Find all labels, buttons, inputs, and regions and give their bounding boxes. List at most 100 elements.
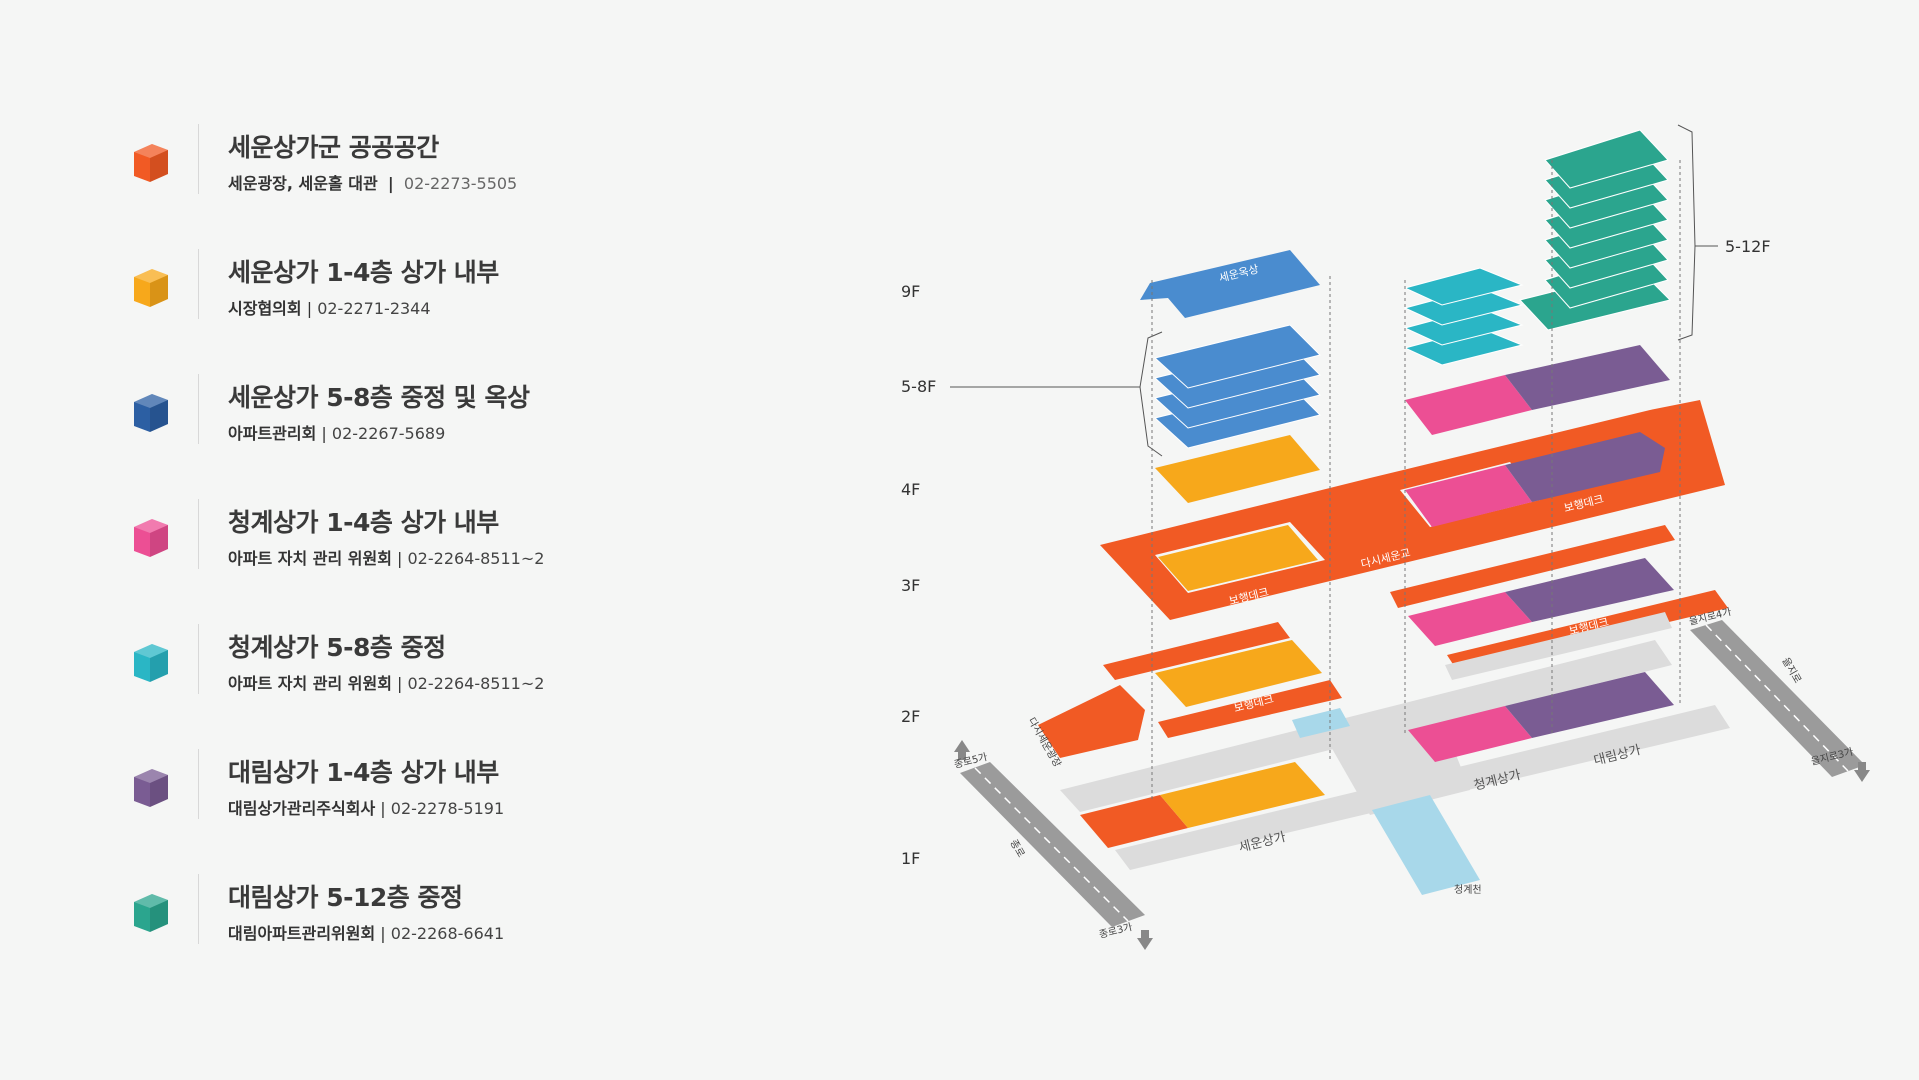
legend-org: 대림아파트관리위원회: [228, 924, 376, 943]
legend-item[interactable]: 세운상가 5-8층 중정 및 옥상 아파트관리회 | 02-2267-5689: [130, 374, 890, 499]
daelim-4f-purple: [1505, 345, 1670, 410]
legend-sep: |: [306, 299, 313, 318]
legend-sep: |: [397, 549, 403, 568]
legend-title: 청계상가 1-4층 상가 내부: [228, 508, 499, 537]
legend-phone: 02-2264-8511~2: [407, 674, 545, 693]
label-euljiro: 을지로: [1779, 656, 1803, 686]
legend-subtitle: 시장협의회 | 02-2271-2344: [228, 295, 431, 319]
legend-subtitle: 아파트관리회 | 02-2267-5689: [228, 420, 445, 444]
legend-org: 아파트 자치 관리 위원회: [228, 549, 392, 568]
cheonggye-2f-bar: [1390, 525, 1675, 608]
legend-org: 대림상가관리주식회사: [228, 799, 376, 818]
legend-org: 세운광장, 세운홀 대관: [228, 174, 378, 193]
building-yellow-icon: [134, 269, 168, 307]
sewoon-4f-yellow: [1155, 435, 1320, 503]
cheonggye-8f-cyan: [1403, 267, 1524, 306]
legend-title: 세운상가 5-8층 중정 및 옥상: [228, 383, 530, 412]
daelim-2f-right: [1445, 612, 1672, 680]
legend-divider: [198, 249, 199, 319]
plaza-2f-orange: [1038, 685, 1145, 758]
cheonggye-3f-pink: [1405, 465, 1532, 527]
legend-title: 세운상가군 공공공간: [228, 133, 439, 162]
legend-divider: [198, 124, 199, 194]
sewoon-1f-yellow: [1160, 762, 1325, 828]
label-jongno: 종로: [1007, 838, 1027, 860]
legend-org: 아파트관리회: [228, 424, 317, 443]
floor-label-2f: 2F: [901, 707, 920, 726]
building-green-icon: [134, 894, 168, 932]
ground-strip-north: [1060, 640, 1672, 812]
arrow-jongno5: [954, 740, 970, 760]
legend-phone: 02-2264-8511~2: [407, 549, 545, 568]
legend-divider: [198, 749, 199, 819]
legend-phone: 02-2267-5689: [331, 424, 446, 443]
sewoon-2f-bar2: [1158, 680, 1342, 738]
legend-phone: 02-2268-6641: [390, 924, 505, 943]
legend-phone: 02-2278-5191: [390, 799, 505, 818]
legend-divider: [198, 874, 199, 944]
legend-sep: |: [321, 424, 327, 443]
daelim-2f-purple: [1505, 558, 1674, 622]
legend-subtitle: 아파트 자치 관리 위원회 | 02-2264-8511~2: [228, 670, 544, 694]
arrow-euljiro3: [1854, 762, 1870, 782]
cheonggyecheon-water: [1372, 795, 1480, 895]
legend-subtitle: 세운광장, 세운홀 대관 | 02-2273-5505: [228, 170, 517, 194]
sewoon-8f-blue: [1153, 324, 1321, 389]
floor-label-4f: 4F: [901, 480, 920, 499]
legend-title: 세운상가 1-4층 상가 내부: [228, 258, 499, 287]
daelim-green-12: [1544, 129, 1669, 189]
sewoon-1f-orange: [1080, 795, 1188, 848]
legend-title: 대림상가 5-12층 중정: [228, 883, 463, 912]
legend-org: 시장협의회: [228, 299, 302, 318]
floor-5-12f-bracket: [1677, 124, 1696, 341]
legend: 세운상가군 공공공간 세운광장, 세운홀 대관 | 02-2273-5505 세…: [130, 124, 890, 999]
legend-title: 청계상가 5-8층 중정: [228, 633, 446, 662]
cheonggye-2f-pink: [1408, 592, 1532, 646]
floor-label-5-8f: 5-8F: [901, 377, 936, 396]
road-jongno: [960, 762, 1145, 927]
legend-item[interactable]: 세운상가 1-4층 상가 내부 시장협의회 | 02-2271-2344: [130, 249, 890, 374]
legend-item[interactable]: 대림상가 1-4층 상가 내부 대림상가관리주식회사 | 02-2278-519…: [130, 749, 890, 874]
daelim-1f-purple: [1505, 672, 1674, 738]
legend-divider: [198, 624, 199, 694]
sewoon-3f-yellow: [1158, 525, 1318, 591]
floor-label-3f: 3F: [901, 576, 920, 595]
building-cyan-icon: [134, 644, 168, 682]
legend-sep: |: [397, 674, 403, 693]
building-pink-icon: [134, 519, 168, 557]
sewoon-2f-bar1: [1103, 622, 1290, 680]
floor-5-8f-bracket: [1139, 331, 1163, 457]
cheonggye-1f-pink: [1408, 706, 1532, 762]
sewoon-2f-yellow: [1155, 640, 1322, 707]
sewoon-rooftop-blue: [1140, 250, 1320, 318]
building-orange-icon: [134, 144, 168, 182]
floor-label-5-12f: 5-12F: [1725, 237, 1771, 256]
daelim-3f-purple: [1505, 432, 1665, 502]
floor-label-1f: 1F: [901, 849, 920, 868]
legend-title: 대림상가 1-4층 상가 내부: [228, 758, 499, 787]
building-purple-icon: [134, 769, 168, 807]
legend-phone: 02-2271-2344: [317, 299, 431, 318]
legend-sep: |: [387, 174, 394, 193]
legend-subtitle: 대림상가관리주식회사 | 02-2278-5191: [228, 795, 504, 819]
legend-org: 아파트 자치 관리 위원회: [228, 674, 392, 693]
legend-item[interactable]: 세운상가군 공공공간 세운광장, 세운홀 대관 | 02-2273-5505: [130, 124, 890, 249]
floor-label-9f: 9F: [901, 282, 920, 301]
legend-item[interactable]: 청계상가 5-8층 중정 아파트 자치 관리 위원회 | 02-2264-851…: [130, 624, 890, 749]
building-darkblue-icon: [134, 394, 168, 432]
legend-phone: 02-2273-5505: [403, 174, 518, 193]
legend-sep: |: [380, 924, 386, 943]
label-cheonggyecheon: 청계천: [1454, 884, 1482, 896]
legend-item[interactable]: 대림상가 5-12층 중정 대림아파트관리위원회 | 02-2268-6641: [130, 874, 890, 999]
road-euljiro-center: [1705, 624, 1849, 772]
water-north: [1292, 708, 1350, 738]
arrow-jongno3: [1137, 930, 1153, 950]
cheonggye-4f-pink: [1405, 375, 1532, 435]
legend-item[interactable]: 청계상가 1-4층 상가 내부 아파트 자치 관리 위원회 | 02-2264-…: [130, 499, 890, 624]
legend-subtitle: 아파트 자치 관리 위원회 | 02-2264-8511~2: [228, 545, 544, 569]
legend-sep: |: [380, 799, 386, 818]
legend-divider: [198, 374, 199, 444]
legend-divider: [198, 499, 199, 569]
legend-subtitle: 대림아파트관리위원회 | 02-2268-6641: [228, 920, 504, 944]
